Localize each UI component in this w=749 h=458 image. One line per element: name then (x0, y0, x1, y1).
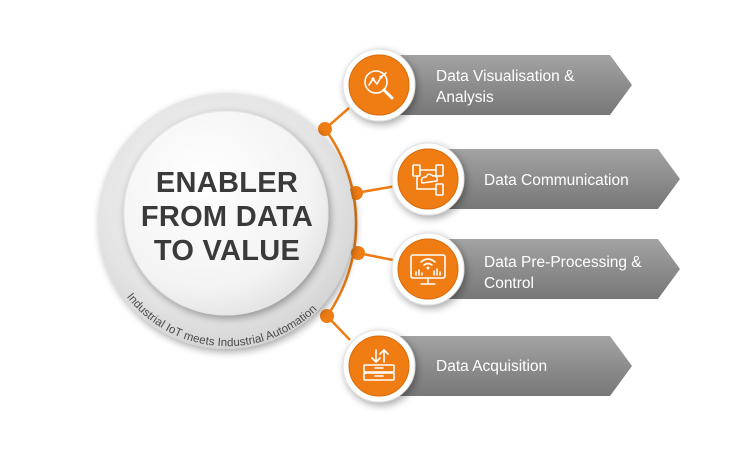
connector-dot (351, 246, 365, 260)
center-hub: Industrial IoT meets Industrial Automati… (98, 93, 354, 349)
banner-3 (448, 239, 680, 299)
magnifier-chart-icon (342, 48, 416, 122)
icon-circles-group (342, 48, 465, 403)
item-label-preprocessing: Data Pre-Processing & Control (484, 252, 642, 294)
item-label-communication: Data Communication (484, 170, 629, 191)
connector-dot (349, 186, 363, 200)
inner-disc (123, 110, 329, 316)
item-label-line: Data Communication (484, 172, 629, 189)
banner-4 (400, 336, 632, 396)
banner-2 (448, 149, 680, 209)
item-label-line: Data Acquisition (436, 358, 548, 375)
item-label-visualisation: Data Visualisation & Analysis (436, 66, 574, 108)
item-label-line: Data Pre-Processing & (484, 254, 642, 271)
banners-group (400, 55, 680, 396)
center-title: ENABLER FROM DATA TO VALUE (127, 166, 327, 268)
center-title-line-2: FROM DATA (140, 201, 314, 233)
item-label-line: Control (484, 275, 534, 292)
connectors-group (318, 107, 399, 341)
banner-1 (400, 55, 632, 115)
monitor-signal-icon (391, 232, 465, 306)
connector-dot (318, 122, 332, 136)
archive-box-icon (342, 329, 416, 403)
item-label-acquisition: Data Acquisition (436, 356, 547, 377)
item-label-line: Analysis (436, 89, 494, 106)
network-cloud-icon (391, 142, 465, 216)
item-label-line: Data Visualisation & (436, 68, 575, 85)
center-title-line-3: TO VALUE (153, 235, 301, 267)
connector-arc (323, 128, 358, 317)
center-title-line-1: ENABLER (155, 167, 299, 199)
connector-dot (320, 309, 334, 323)
